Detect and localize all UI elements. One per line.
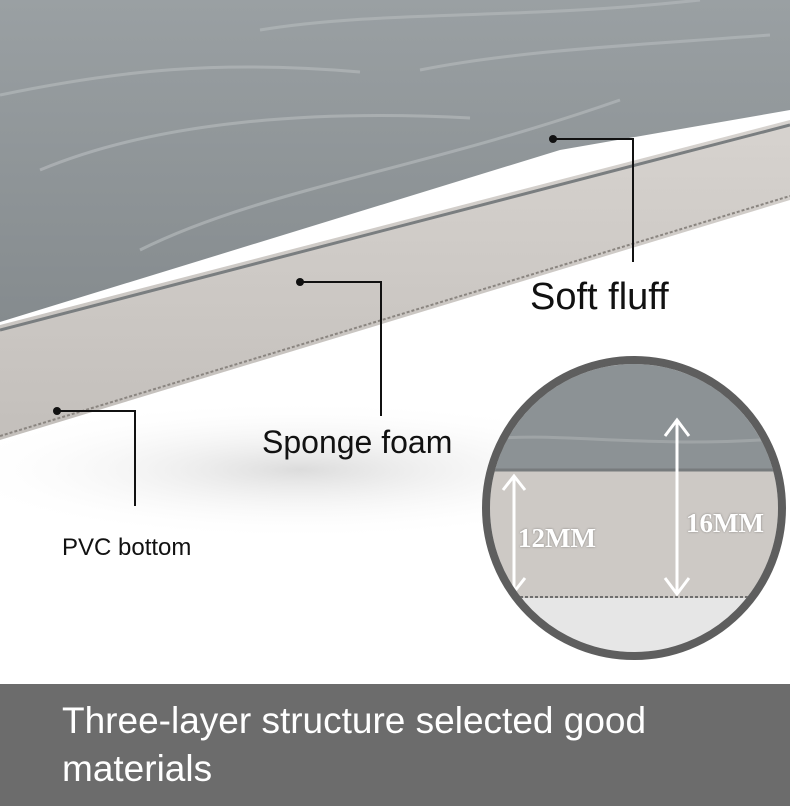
soft-fluff-callout — [549, 135, 634, 262]
soft-fluff-layer — [0, 0, 790, 322]
thick-dimension-label: 16MM — [686, 508, 764, 538]
sponge-foam-callout — [296, 278, 382, 416]
soft-fluff-label: Soft fluff — [530, 276, 669, 318]
fluff-emboss-pattern — [0, 0, 771, 252]
foam-top-edge — [0, 123, 790, 332]
pvc-bottom-label: PVC bottom — [62, 534, 192, 561]
pvc-bottom-callout — [53, 407, 136, 506]
sponge-foam-label: Sponge foam — [262, 424, 453, 460]
sponge-foam-layer — [0, 120, 790, 440]
thick-dimension-arrow — [663, 417, 691, 597]
foam-seam — [0, 195, 790, 437]
caption-banner — [0, 684, 790, 806]
thin-dimension-label: 12MM — [518, 523, 596, 553]
caption-text: Three-layer structure selected good mate… — [62, 700, 647, 789]
